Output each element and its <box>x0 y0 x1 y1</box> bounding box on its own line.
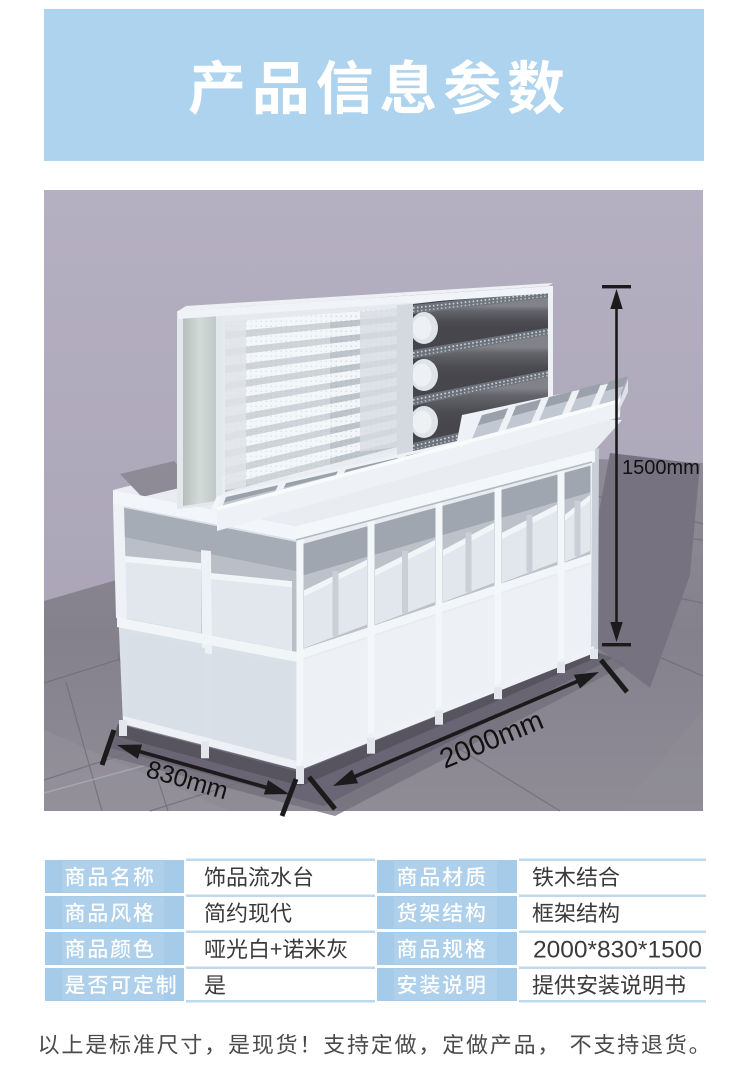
svg-text:2000*830*1500: 2000*830*1500 <box>533 937 702 964</box>
svg-text:1500mm: 1500mm <box>622 457 700 479</box>
